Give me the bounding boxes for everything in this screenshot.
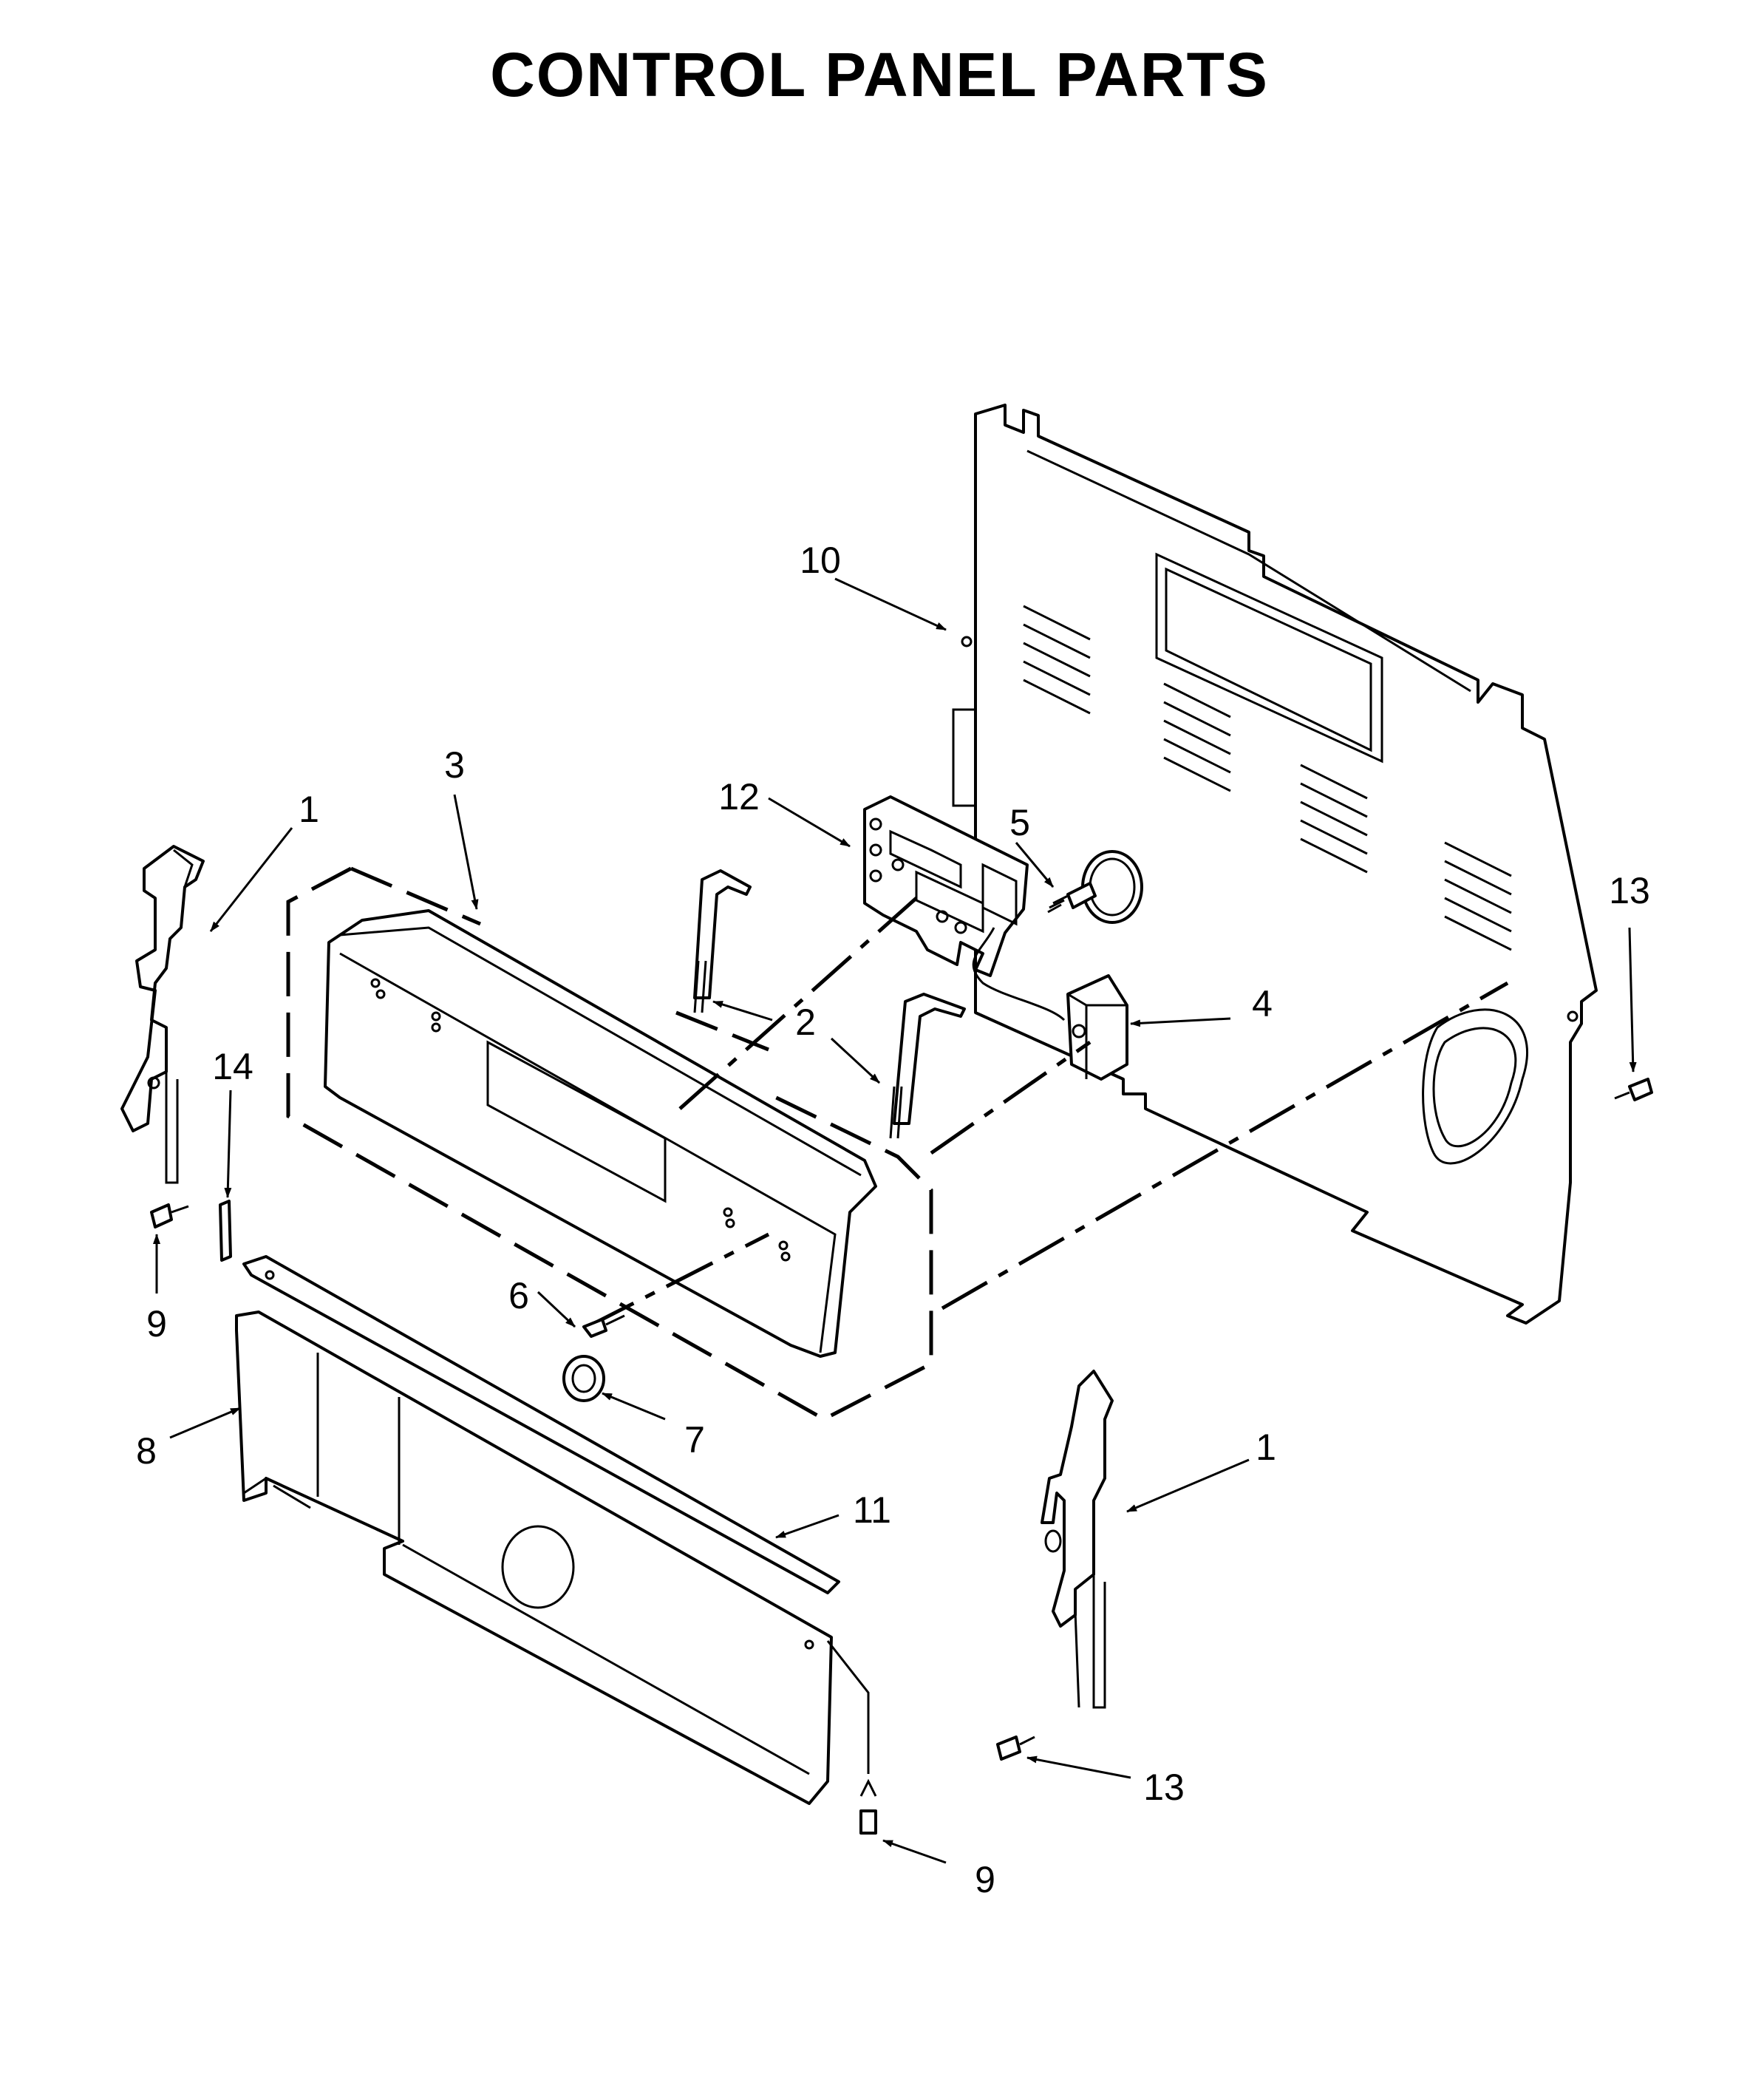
callout-12: 12 [718,776,760,817]
callout-2: 2 [795,1002,816,1043]
part-10-console-back [952,404,1598,1325]
part-9-screw-left [150,1203,189,1228]
align-line-1 [678,897,918,1110]
vent-slots-1 [1023,605,1091,715]
part-1-side-bracket-left [120,845,205,1184]
callout-14: 14 [212,1046,253,1087]
part-13-screw-right [1614,1078,1653,1101]
callout-4: 4 [1252,983,1273,1024]
leader-lines [153,577,1637,1864]
callout-6: 6 [508,1275,529,1316]
callout-1-right: 1 [1256,1427,1276,1468]
callout-3: 3 [444,744,465,786]
align-line-2 [930,1040,1092,1155]
part-13-screw-bottom [996,1736,1035,1761]
part-12-control-board [863,795,1066,1021]
panel-dashed-outline [286,866,933,1421]
callout-9-left: 9 [146,1303,167,1345]
callout-11: 11 [853,1489,891,1531]
callout-5: 5 [1009,802,1030,843]
callout-13-bottom: 13 [1143,1767,1185,1808]
align-line-4 [586,1232,770,1329]
page-title: CONTROL PANEL PARTS [490,40,1269,109]
callout-13-right: 13 [1609,870,1650,911]
part-14-clip [219,1200,232,1262]
callout-7: 7 [684,1419,705,1461]
vent-slots-3 [1300,764,1368,874]
align-line-3 [941,981,1509,1311]
callout-1-left: 1 [299,789,319,830]
part-5-screw [1047,850,1143,924]
part-3-control-panel [324,909,877,1358]
callout-8: 8 [136,1430,157,1472]
part-9-screw-bottom [859,1778,877,1835]
part-4-terminal-block [1066,974,1128,1081]
part-7-knob [562,1355,605,1402]
callout-10: 10 [800,540,841,581]
vent-slots-2 [1163,682,1231,792]
callout-9-bottom: 9 [975,1859,995,1900]
part-2-bracket-left [693,869,752,1013]
part-11-rail [235,1255,870,1805]
vent-slots-4 [1444,841,1512,951]
part-6-screw [582,1314,625,1338]
part-1-side-bracket-right [1041,1370,1114,1709]
part-2-bracket-right [889,993,966,1139]
